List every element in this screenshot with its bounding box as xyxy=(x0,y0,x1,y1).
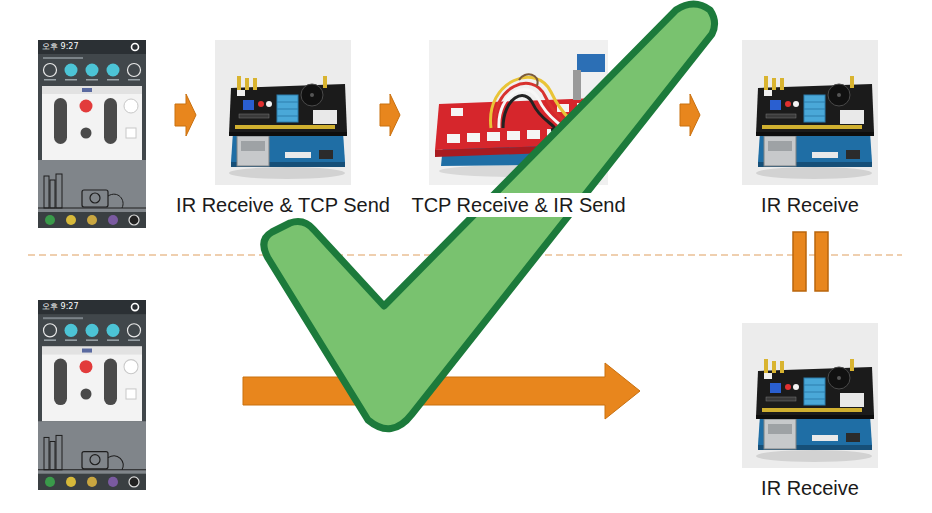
node-caption: IR Receive xyxy=(758,476,862,500)
node-caption: IR Receive xyxy=(758,193,862,217)
status-time: 오후 9:27 xyxy=(42,301,79,313)
phone-node: 오후 9:27 xyxy=(38,40,146,228)
phone-node: 오후 9:27 xyxy=(38,300,146,490)
status-time: 오후 9:27 xyxy=(42,41,79,53)
board-photo xyxy=(742,323,878,468)
board-node: IR Receive & TCP Send xyxy=(215,40,351,185)
node-caption: TCP Receive & IR Send xyxy=(408,193,628,217)
phone-screenshot xyxy=(38,40,146,228)
flow-arrow xyxy=(680,94,700,136)
board-node: IR Receive xyxy=(742,323,878,468)
flow-arrow xyxy=(175,94,196,136)
phone-screenshot xyxy=(38,300,146,490)
board-node: TCP Receive & IR Send xyxy=(429,40,608,185)
board-photo xyxy=(215,40,351,185)
equals-symbol xyxy=(793,232,828,291)
board-node: IR Receive xyxy=(742,40,878,185)
node-caption: IR Receive & TCP Send xyxy=(173,193,393,217)
board-photo xyxy=(742,40,878,185)
flow-arrow xyxy=(380,94,400,136)
